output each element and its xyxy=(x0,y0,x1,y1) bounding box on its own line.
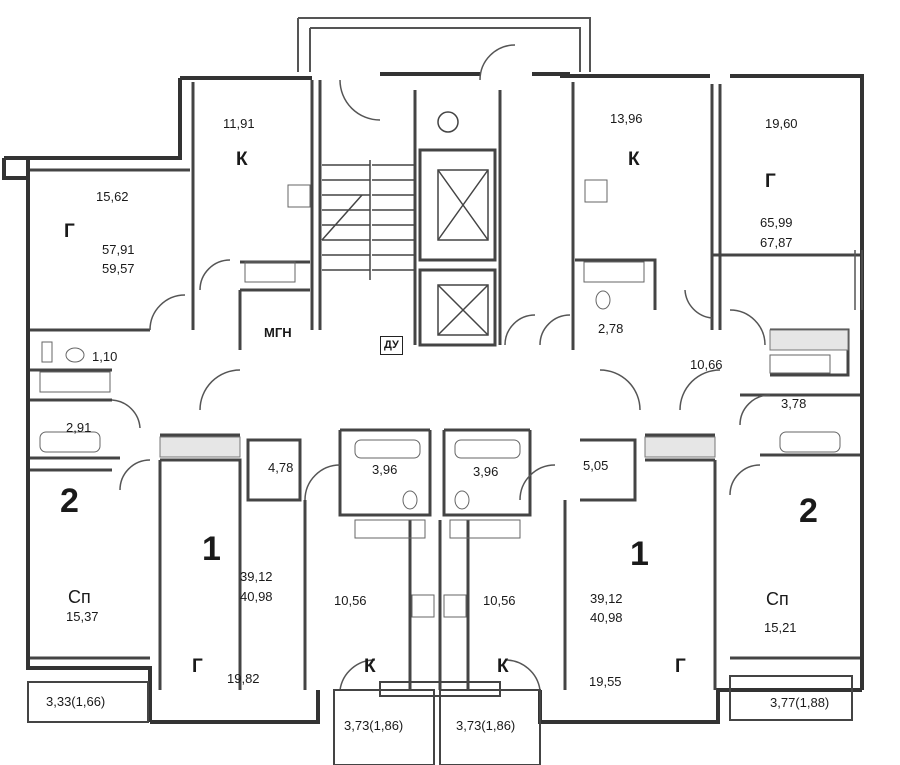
entrance-canopy-outline xyxy=(298,17,591,72)
mgn-label: МГН xyxy=(264,325,292,340)
balcony-area-label: 3,73(1,86) xyxy=(456,718,516,733)
area-label: 15,62 xyxy=(96,189,129,204)
exterior-walls xyxy=(2,72,864,724)
area-label: 15,21 xyxy=(764,620,797,635)
du-label: ДУ xyxy=(380,336,403,355)
area-label: 3,96 xyxy=(372,462,398,477)
area-label: 5,05 xyxy=(583,458,609,473)
area-label: 1,10 xyxy=(92,349,118,364)
room-type-kitchen: К xyxy=(497,656,509,677)
staircase xyxy=(321,160,415,280)
area-label: 40,98 xyxy=(590,610,623,625)
room-type-bedroom: Сп xyxy=(68,587,91,607)
area-label: 10,56 xyxy=(334,593,367,608)
room-type-kitchen: К xyxy=(364,656,376,677)
room-type-living: Г xyxy=(765,171,776,192)
balcony-area-label: 3,73(1,86) xyxy=(344,718,404,733)
area-label: 2,91 xyxy=(66,420,92,435)
window-right xyxy=(854,250,863,310)
area-label: 19,60 xyxy=(765,116,798,131)
area-label: 19,82 xyxy=(227,671,260,686)
room-type-kitchen: К xyxy=(628,149,640,170)
area-label: 67,87 xyxy=(760,235,793,250)
area-label: 39,12 xyxy=(240,569,273,584)
area-label: 10,56 xyxy=(483,593,516,608)
apartment-number: 1 xyxy=(630,535,649,573)
balcony-area-label: 3,77(1,88) xyxy=(770,695,830,710)
interior-walls xyxy=(30,80,860,690)
elevators xyxy=(437,111,489,336)
room-type-bedroom: Сп xyxy=(766,589,789,609)
area-label: 10,66 xyxy=(690,357,723,372)
kitchen-stoves xyxy=(287,179,608,618)
apartment-number: 1 xyxy=(202,530,221,568)
room-type-kitchen: К xyxy=(236,149,248,170)
area-label: 3,96 xyxy=(473,464,499,479)
apartment-number: 2 xyxy=(60,482,79,520)
room-type-living: Г xyxy=(192,656,203,677)
area-label: 15,37 xyxy=(66,609,99,624)
area-label: 57,91 xyxy=(102,242,135,257)
area-label: 59,57 xyxy=(102,261,135,276)
area-label: 11,91 xyxy=(223,116,255,131)
area-label: 39,12 xyxy=(590,591,623,606)
area-label: 4,78 xyxy=(268,460,294,475)
area-label: 65,99 xyxy=(760,215,793,230)
room-type-living: Г xyxy=(64,221,75,242)
area-label: 2,78 xyxy=(598,321,624,336)
radiators xyxy=(159,329,849,458)
balconies xyxy=(27,675,853,765)
area-label: 40,98 xyxy=(240,589,273,604)
bath-fixtures xyxy=(39,261,841,539)
area-label: 19,55 xyxy=(589,674,622,689)
door-swings xyxy=(111,44,771,691)
area-label: 3,78 xyxy=(781,396,807,411)
balcony-area-label: 3,33(1,66) xyxy=(46,694,106,709)
apartment-number: 2 xyxy=(799,492,818,530)
entrance-canopy-inner xyxy=(309,27,581,72)
room-type-living: Г xyxy=(675,656,686,677)
area-label: 13,96 xyxy=(610,111,643,126)
